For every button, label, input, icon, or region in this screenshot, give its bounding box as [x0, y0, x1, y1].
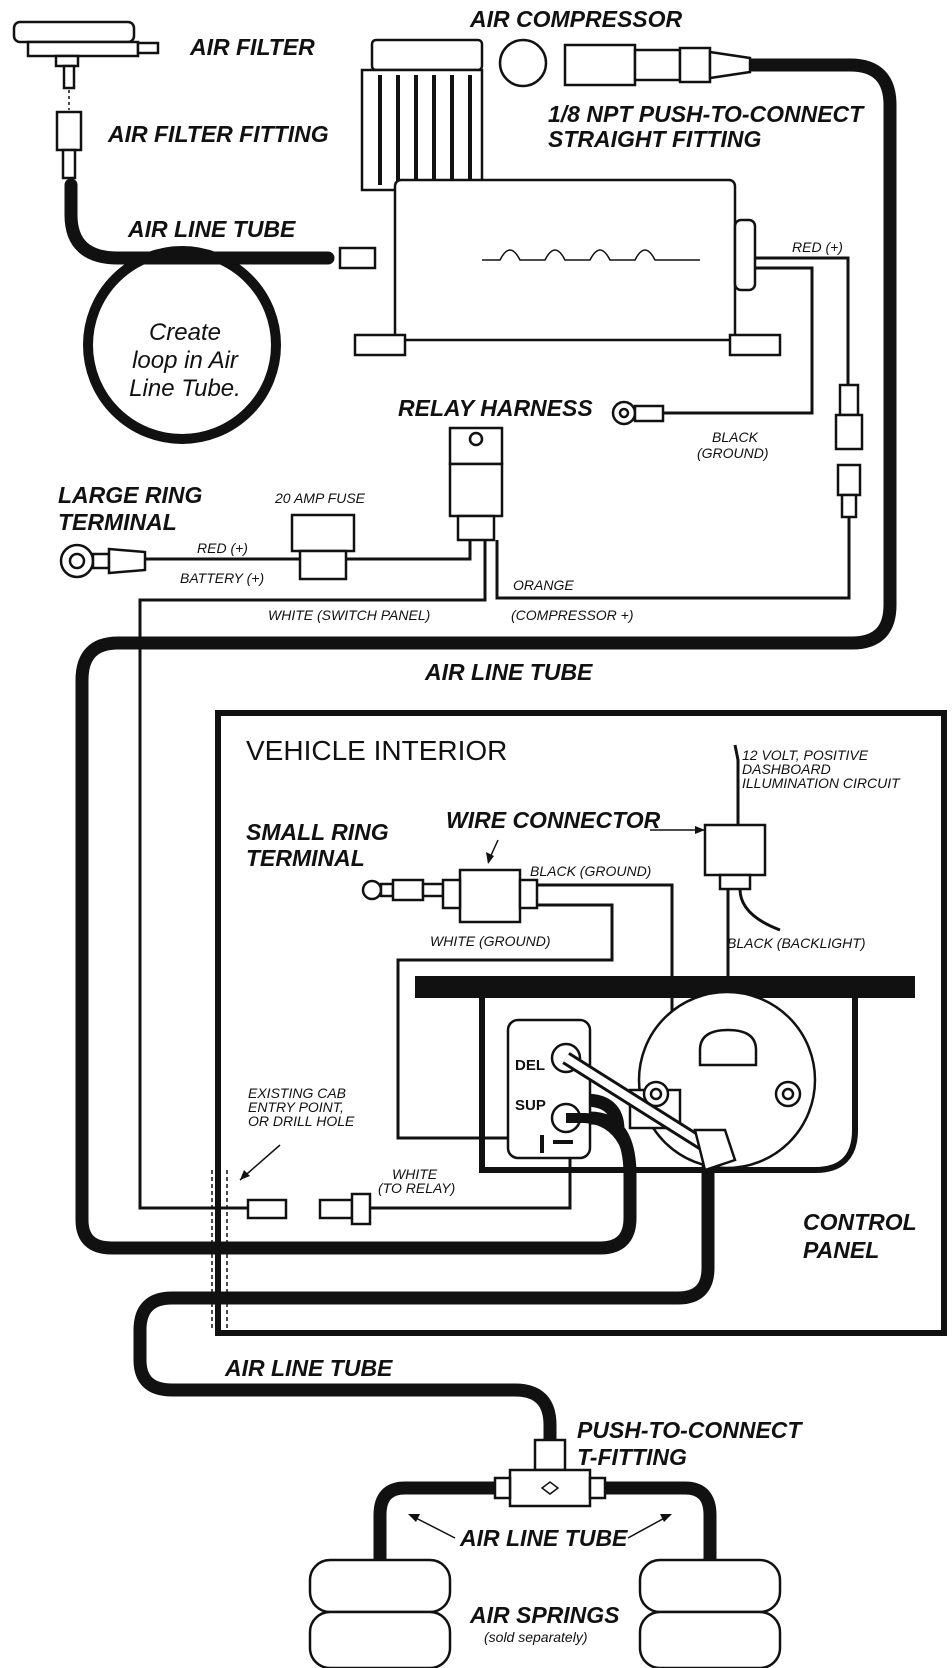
label-t-fitting-line2: T-FITTING [577, 1444, 687, 1470]
air-filter-fitting [55, 110, 83, 180]
label-sup: SUP [515, 1097, 546, 1114]
label-red-plus: RED (+) [197, 540, 248, 556]
black-ground-wire [660, 266, 814, 415]
label-vehicle-interior: VEHICLE INTERIOR [246, 735, 507, 766]
dashboard-wire-connector [703, 823, 767, 891]
white-switch-panel-wire [138, 540, 487, 1210]
label-compressor-plus: (COMPRESSOR +) [511, 607, 634, 623]
label-white-switch-panel: WHITE (SWITCH PANEL) [268, 607, 430, 623]
label-air-filter-fitting: AIR FILTER FITTING [107, 121, 329, 147]
label-wire-connector: WIRE CONNECTOR [446, 807, 661, 833]
relay-harness [448, 426, 504, 542]
wire-connector [441, 868, 539, 924]
dashboard-illumination-wire [733, 744, 740, 825]
fuse-20-amp [290, 513, 356, 581]
label-dash-line1: 12 VOLT, POSITIVE [742, 747, 869, 763]
label-air-springs: AIR SPRINGS [469, 1602, 620, 1628]
ground-ring-terminal [611, 400, 665, 426]
cab-entry-point [211, 1170, 228, 1330]
label-white-relay-line1: WHITE [392, 1166, 438, 1182]
label-cab-line1: EXISTING CAB [248, 1085, 346, 1101]
compressor-spade-connector [834, 383, 864, 519]
black-backlight-wire [738, 888, 781, 932]
label-control-panel-line1: CONTROL [803, 1209, 917, 1235]
panel-air-line-sup [566, 1113, 635, 1162]
dashboard-bar [415, 976, 915, 998]
white-ground-wire [396, 903, 614, 1140]
label-sold-separately: (sold separately) [484, 1629, 588, 1645]
label-small-ring-line1: SMALL RING [246, 819, 389, 845]
vehicle-interior-frame [215, 710, 947, 1336]
label-air-compressor: AIR COMPRESSOR [469, 6, 683, 32]
label-air-line-tube-bottom: AIR LINE TUBE [459, 1525, 628, 1551]
air-line-tube-loop [83, 246, 281, 444]
push-to-connect-t-fitting [493, 1438, 607, 1508]
label-del: DEL [515, 1057, 545, 1074]
label-cab-line3: OR DRILL HOLE [248, 1113, 355, 1129]
air-line-tube-lower [133, 1161, 715, 1462]
label-white-ground: WHITE (GROUND) [430, 933, 551, 949]
label-air-line-tube-top: AIR LINE TUBE [127, 216, 296, 242]
label-npt-fitting-line2: STRAIGHT FITTING [548, 126, 761, 152]
label-white-relay-line2: (TO RELAY) [378, 1180, 455, 1196]
red-wire-compressor [755, 256, 850, 385]
label-dash-line3: ILLUMINATION CIRCUIT [742, 775, 901, 791]
air-line-tube-left-spring [373, 1481, 502, 1567]
label-black-ground-line2: (GROUND) [697, 445, 769, 461]
label-npt-fitting-line1: 1/8 NPT PUSH-TO-CONNECT [548, 101, 865, 127]
label-battery-plus: BATTERY (+) [180, 570, 264, 586]
label-dash-line2: DASHBOARD [742, 761, 831, 777]
label-air-filter: AIR FILTER [189, 34, 315, 60]
panel-elbow [693, 1128, 737, 1172]
label-black-ground-wc: BLACK (GROUND) [530, 863, 651, 879]
label-large-ring-line1: LARGE RING [58, 482, 203, 508]
label-red-plus-top: RED (+) [792, 239, 843, 255]
label-t-fitting-line1: PUSH-TO-CONNECT [577, 1417, 803, 1443]
label-air-line-tube-lower: AIR LINE TUBE [224, 1355, 393, 1381]
label-fuse: 20 AMP FUSE [274, 490, 366, 506]
label-air-line-tube-mid: AIR LINE TUBE [424, 659, 593, 685]
control-switch-panel [506, 1018, 592, 1160]
label-small-ring-line2: TERMINAL [246, 845, 365, 871]
label-loop-note-line1: Create [149, 319, 221, 346]
label-control-panel-line2: PANEL [803, 1237, 879, 1263]
control-panel-housing [479, 998, 858, 1173]
small-ring-terminal [361, 878, 445, 902]
label-orange: ORANGE [513, 577, 574, 593]
air-spring-right [638, 1558, 782, 1668]
label-black-backlight: BLACK (BACKLIGHT) [727, 935, 865, 951]
orange-wire [495, 517, 851, 600]
large-ring-terminal [59, 543, 147, 579]
label-loop-note-line2: loop in Air [132, 347, 239, 374]
red-battery-wire [138, 540, 472, 561]
air-line-tube-right-spring [593, 1481, 717, 1567]
air-filter [12, 20, 160, 110]
label-large-ring-line2: TERMINAL [58, 509, 177, 535]
white-relay-connector [246, 1192, 372, 1226]
air-compressor [338, 38, 782, 357]
label-cab-line2: ENTRY POINT, [248, 1099, 344, 1115]
label-loop-note-line3: Line Tube. [129, 375, 241, 402]
label-black-ground-line1: BLACK [712, 429, 759, 445]
air-spring-left [308, 1558, 452, 1668]
air-line-tube-intake [64, 178, 335, 265]
label-relay-harness: RELAY HARNESS [398, 395, 593, 421]
